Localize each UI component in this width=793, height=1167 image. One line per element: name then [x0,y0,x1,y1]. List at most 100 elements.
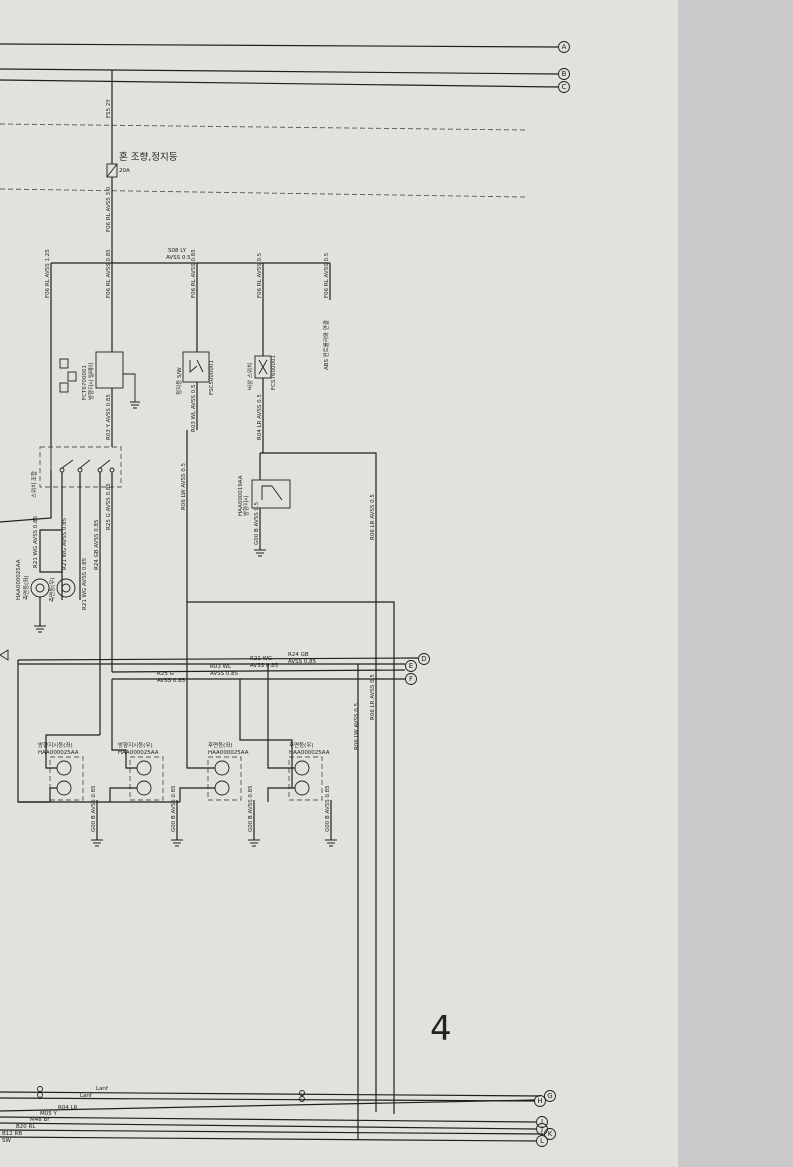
bus-e2-label-2: AVSS 0.85 [210,671,239,677]
combi-terminal [109,467,115,473]
indicator-symbol [261,485,283,501]
svg-text:E: E [409,662,413,670]
wire-label-g00-i: G00 B AVSS 0.5 [254,501,260,545]
wire-label-r21-1: R21 WG AVSS 0.85 [33,515,39,568]
relay-label: 방향지시 릴레이 [87,363,95,400]
wire-label-f06-main: F06 RL AVSS 3.0 [106,186,112,232]
wire-label-r21-3: R21 WG AVSS 0.85 [82,557,88,610]
fuse-rating: 20A [119,168,130,174]
wire-label-r21-2: R21 WG AVSS 0.85 [62,517,68,570]
feed-rl-2 [179,787,215,802]
svg-text:후면등(좌): 후면등(좌) [208,741,233,749]
svg-text:HAA000025AA: HAA000025AA [118,750,159,756]
bus-d-label-2: AVSS 0.85 [288,659,317,665]
bus-e2-label-1: R03 WL [210,664,232,670]
lamp-module-rr: 후면등(우) HAA000025AA [288,741,330,801]
bus-wire-k [0,1129,544,1135]
connector-c: C [558,81,570,93]
wire-label-r06lw: R06 LW AVSS 0.5 [181,463,187,510]
connector-b: B [558,68,570,80]
wire-label-r06lr: R06 LR AVSS 0.5 [370,494,376,540]
connector-j: J [536,1123,548,1135]
bus-wire-e2 [111,669,406,673]
bus-wire-g2 [0,1097,536,1102]
connector-k: K [544,1128,556,1140]
connector-i: I [536,1116,548,1128]
svg-text:방향지시등(우): 방향지시등(우) [118,741,153,749]
svg-text:I: I [541,1118,543,1126]
bus-wire-l [0,1136,537,1142]
relay-terminal-box [59,382,69,393]
svg-text:후면등(우): 후면등(우) [289,741,314,749]
bottom-wire-label: Lanf [96,1086,109,1092]
svg-text:H: H [537,1097,542,1105]
svg-text:F: F [409,675,413,683]
connector-l: L [536,1135,548,1147]
combi-terminal [97,467,103,473]
indicator-part: HAA000019AA [238,475,244,516]
left-arrow-icon [0,649,9,661]
fuse-element [106,163,118,178]
feed-rl [186,602,215,769]
relay-terminal-box [67,371,77,382]
ground-icon [254,549,266,557]
splice-label-1: S08 LY [168,248,187,254]
zone-boundary-bottom [0,188,526,198]
abs-note: ABS 컨트롤러와 연결 [322,320,330,370]
flasher-relay-box [95,351,124,389]
hazard-label: 비상 스위치 [246,363,254,390]
indicator-box [251,479,291,509]
drawing-sheet: A B C F55 2Y 혼 조향,정지등 20A F06 RL AVSS 3.… [0,0,678,1167]
bus-wire-g [0,1091,541,1097]
ground-icon [248,839,260,847]
svg-text:L: L [540,1137,544,1145]
wire-label-g00-4: G00 B AVSS 0.85 [325,785,331,832]
bus-wire-c [0,79,559,88]
bottom-wire-label: B20 RL [16,1124,36,1130]
bus-wire-a [0,43,559,48]
bus-e-label-2: AVSS 0.85 [250,663,279,669]
side-lamp-left-label: 측면등(좌) [22,575,30,600]
connector-g: G [544,1090,556,1102]
wire-label-f06-2: F06 RL AVSS 0.85 [106,249,112,298]
combi-terminal [77,467,83,473]
splice-label-2: AVSS 0.5 [166,255,191,261]
bus-wire-h [0,1099,536,1112]
lamp-module-rl: 후면등(좌) HAA000025AA [207,741,249,801]
stop-switch-label: 정지등 S/W [175,367,183,395]
connector-d: D [418,653,430,665]
relay-ground-wire [123,373,136,402]
relay-ground-icon [130,401,140,409]
wiring-diagram: A B C F55 2Y 혼 조향,정지등 20A F06 RL AVSS 3.… [0,41,570,1147]
side-lamp-left-wire [39,529,63,573]
bus-wire-b [0,68,559,75]
wire-label-f06-3: F06 RL AVSS 0.85 [191,249,197,298]
svg-text:C: C [562,83,567,91]
stop-switch-box [182,351,210,383]
relay-terminal-box [59,358,69,369]
feed-fl [45,734,100,769]
indicator-label: 방향지시 [242,496,250,516]
wire-label-r04lr: R04 LR AVSS 0.5 [257,394,263,440]
wire-label-g00-1: G00 B AVSS 0.85 [91,785,97,832]
ground-icon [91,839,103,847]
wire-label-r06lr-2: R06 LR AVSS 0.5 [370,674,376,720]
side-lamp-right [56,578,76,598]
connector-h: H [534,1095,546,1107]
wire-label-r24gb: R24 GB AVSS 0.85 [94,519,100,570]
ground-icon [171,839,183,847]
hazard-feed [260,452,377,1112]
feed-fr [111,679,137,769]
bottom-wire-label: M05 Y [40,1111,57,1117]
bus-wire-j [0,1122,537,1130]
wire-label-r06lw-2: R06 LW AVSS 0.5 [354,703,360,750]
wire-label-r03y: R03 Y AVSS 0.85 [106,394,112,440]
bus-f-label-2: AVSS 0.85 [157,678,186,684]
wire-label-g00-3: G00 B AVSS 0.85 [248,785,254,832]
svg-text:HAA000025AA: HAA000025AA [289,750,330,756]
bus-e-label-1: R21 WG [250,656,272,662]
left-loop-wire [17,660,50,803]
connector-f: F [405,673,417,685]
wire-label-f55: F55 2Y [106,99,112,118]
feed-fl-2 [49,787,57,802]
